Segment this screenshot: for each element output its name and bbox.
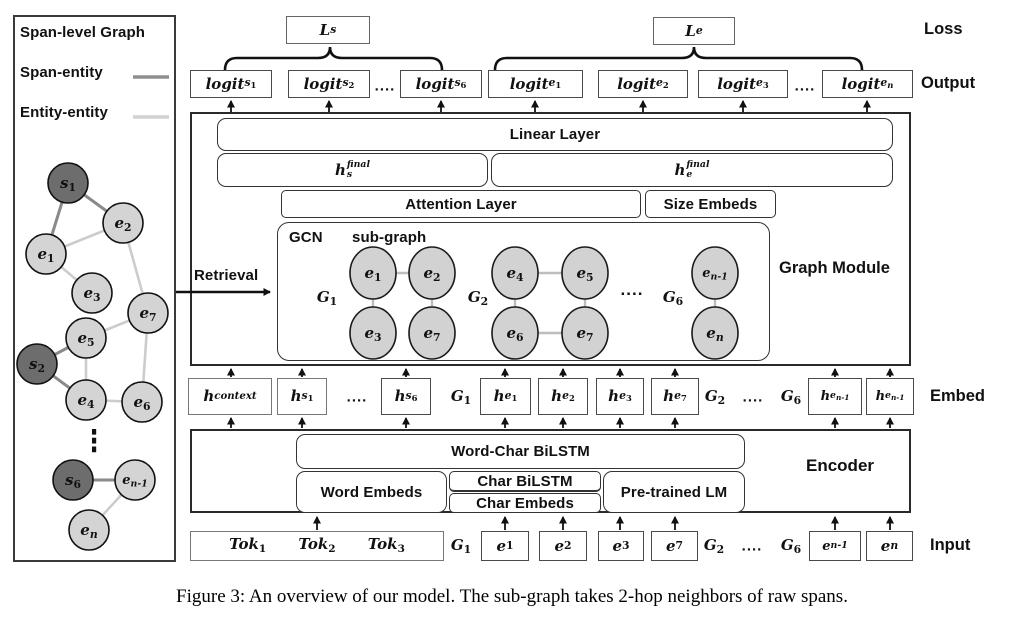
gcn-node-e6: e6 bbox=[506, 323, 524, 345]
gcn-dots: .... bbox=[620, 280, 644, 299]
gcn-g6-label: G6 bbox=[662, 287, 684, 309]
input-g6-label: G6 bbox=[780, 535, 802, 557]
gcn-node-e4: e4 bbox=[506, 263, 524, 285]
figure-caption: Figure 3: An overview of our model. The … bbox=[176, 586, 848, 607]
embed-g6-label: G6 bbox=[780, 386, 802, 408]
retrieval-label: Retrieval bbox=[194, 267, 259, 284]
gcn-node-e2: e2 bbox=[423, 263, 441, 285]
loss-braces bbox=[223, 46, 864, 71]
gcn-subgraph-box bbox=[277, 222, 770, 361]
node-e1: e1 bbox=[37, 244, 55, 266]
size-embeds-box: Size Embeds bbox=[645, 190, 776, 218]
tok1: Tok1 bbox=[229, 535, 267, 556]
word-char-bilstm-box: Word-Char BiLSTM bbox=[296, 434, 745, 469]
panel-title: Span-level Graph bbox=[20, 24, 145, 41]
char-embeds-box: Char Embeds bbox=[449, 493, 601, 513]
gcn-g1-label: G1 bbox=[316, 287, 338, 309]
node-en: en bbox=[80, 520, 98, 542]
node-e2: e2 bbox=[114, 213, 132, 235]
node-e4: e4 bbox=[77, 390, 95, 412]
embed-dots-left: .... bbox=[346, 388, 368, 406]
subgraph-label: sub-graph bbox=[352, 229, 427, 246]
node-en1: en-1 bbox=[122, 472, 148, 490]
embed-g2-label: G2 bbox=[704, 386, 726, 408]
gcn-node-e7b: e7 bbox=[576, 323, 594, 345]
output-arrows bbox=[227, 100, 871, 112]
input-to-encoder-arrows bbox=[313, 516, 894, 530]
input-g1-label: G1 bbox=[450, 535, 472, 557]
output-dots-right: .... bbox=[794, 77, 816, 95]
gcn-label: GCN bbox=[289, 229, 323, 246]
gcn-node-en1: en-1 bbox=[702, 265, 728, 283]
output-dots-left: .... bbox=[374, 77, 396, 95]
gcn-node-e7: e7 bbox=[423, 323, 441, 345]
gcn-node-e3: e3 bbox=[364, 323, 382, 345]
input-label: Input bbox=[930, 536, 971, 554]
legend-span-entity-label: Span-entity bbox=[20, 64, 103, 81]
tok3: Tok3 bbox=[367, 535, 405, 556]
encoder-to-embed-arrows bbox=[227, 417, 894, 428]
gcn-node-e5: e5 bbox=[576, 263, 594, 285]
tok-box: Tok1 Tok2 Tok3 bbox=[190, 531, 444, 561]
vertical-ellipsis: ⋮ bbox=[82, 424, 106, 459]
node-e7: e7 bbox=[139, 303, 157, 325]
embed-to-graph-arrows bbox=[227, 368, 894, 377]
gcn-node-e1: e1 bbox=[364, 263, 382, 285]
output-label: Output bbox=[921, 74, 976, 92]
legend-entity-entity-label: Entity-entity bbox=[20, 104, 108, 121]
embed-dots-right: .... bbox=[742, 388, 764, 406]
pretrained-lm-box: Pre-trained LM bbox=[603, 471, 745, 513]
loss-label: Loss bbox=[924, 20, 963, 38]
node-s2: s2 bbox=[29, 354, 45, 376]
embed-label: Embed bbox=[930, 387, 986, 405]
word-embeds-box: Word Embeds bbox=[296, 471, 447, 513]
input-g2-label: G2 bbox=[703, 535, 725, 557]
node-e5: e5 bbox=[77, 328, 95, 350]
gcn-node-en: en bbox=[706, 323, 724, 345]
node-e3: e3 bbox=[83, 283, 101, 305]
node-e6: e6 bbox=[133, 392, 151, 414]
char-bilstm-box: Char BiLSTM bbox=[449, 471, 601, 492]
attention-layer-box: Attention Layer bbox=[281, 190, 641, 218]
node-s6: s6 bbox=[65, 470, 81, 492]
linear-layer-box: Linear Layer bbox=[217, 118, 893, 151]
tok2: Tok2 bbox=[298, 535, 336, 556]
gcn-g2-label: G2 bbox=[467, 287, 489, 309]
span-level-graph-panel bbox=[13, 15, 176, 562]
node-s1: s1 bbox=[60, 173, 76, 195]
graph-module-label: Graph Module bbox=[779, 259, 890, 277]
input-dots: .... bbox=[741, 537, 763, 555]
encoder-label: Encoder bbox=[806, 456, 875, 475]
embed-g1-label: G1 bbox=[450, 386, 472, 408]
